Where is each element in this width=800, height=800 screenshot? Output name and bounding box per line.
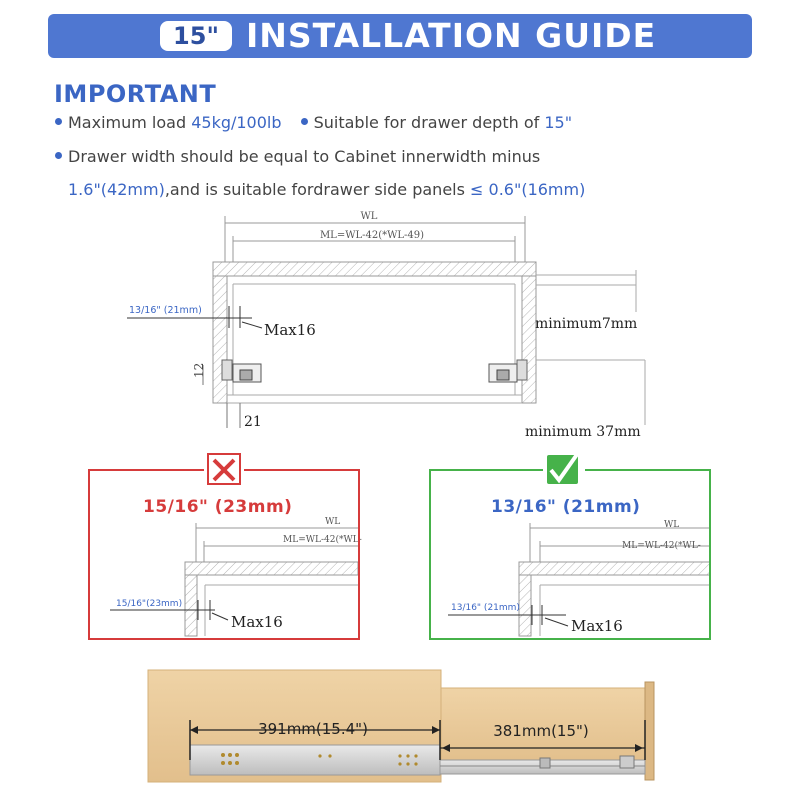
correct-gap-panel [429,469,711,640]
max16-label: Max16 [264,321,316,339]
panel-rule: ,and is suitable fordrawer side panels [164,180,471,199]
page-title: INSTALLATION GUIDE [246,16,657,55]
panel-thickness-value: ≤ 0.6"(16mm) [470,180,586,199]
wrong-panel-title: 15/16" (23mm) [143,497,293,517]
wrong-ml-label: ML=WL-42(*WL- [283,534,362,545]
wrong-gap-panel [88,469,360,640]
gap-label: 13/16" (21mm) [129,305,202,316]
bullet-icon [300,118,308,125]
extended-length-label: 391mm(15.4") [258,720,368,738]
right-wl-label: WL [664,520,679,530]
minimum37mm-label: minimum 37mm [525,424,641,440]
height12-label: 12 [192,363,206,378]
minimum7mm-label: minimum7mm [535,316,637,332]
right-panel-title: 13/16" (21mm) [491,497,641,517]
depth-label: Suitable for drawer depth of [313,113,545,132]
spec-line-1: Maximum load 45kg/100lb Suitable for dra… [55,113,572,132]
bottom21-label: 21 [244,414,262,430]
load-value: 45kg/100lb [191,113,282,132]
wrong-wl-label: WL [325,517,340,527]
bullet-icon [55,118,62,125]
right-gap-label: 13/16" (21mm) [451,603,520,613]
width-rule: Drawer width should be equal to Cabinet … [68,147,541,166]
ml-label: ML=WL-42(*WL-49) [320,230,424,241]
load-label: Maximum load [68,113,192,132]
depth-value: 15" [544,113,573,132]
important-heading: IMPORTANT [54,80,217,108]
size-badge: 15" [160,21,232,51]
right-max16-label: Max16 [571,617,623,635]
wl-label: WL [361,211,378,222]
width-offset-value: 1.6"(42mm) [68,180,165,199]
right-ml-label: ML=WL-42(*WL- [622,540,701,551]
wrong-max16-label: Max16 [231,613,283,631]
cabinet-section [127,216,646,428]
spec-line-3: 1.6"(42mm),and is suitable fordrawer sid… [68,180,585,199]
wrong-gap-label: 15/16"(23mm) [116,599,182,609]
spec-line-2: Drawer width should be equal to Cabinet … [55,147,540,166]
drawer-extension-illustration [147,669,655,783]
closed-length-label: 381mm(15") [493,722,589,740]
bullet-icon [55,152,62,159]
